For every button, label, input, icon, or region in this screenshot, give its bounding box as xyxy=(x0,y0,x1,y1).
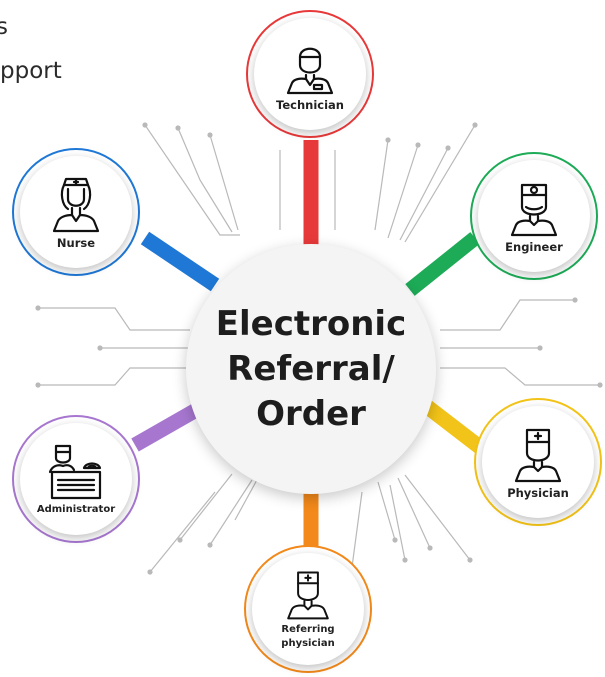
referring-physician-label-line-2: physician xyxy=(281,637,335,649)
role-physician: Physician xyxy=(474,398,602,526)
administrator-label: Administrator xyxy=(36,503,116,515)
center-title-line-2: Referral/ xyxy=(227,348,395,389)
center-hub: Electronic Referral/ Order xyxy=(186,244,436,494)
cut-off-text-line-2: pport xyxy=(0,58,62,84)
nurse-icon xyxy=(52,177,100,232)
referring-physician-icon xyxy=(287,571,329,619)
role-engineer: Engineer xyxy=(470,152,598,280)
administrator-icon xyxy=(48,444,102,499)
physician-label: Physician xyxy=(507,485,569,500)
cut-off-text-line-1: s xyxy=(0,14,8,40)
center-title-line-1: Electronic xyxy=(215,303,407,344)
physician-icon xyxy=(514,428,562,482)
technician-label: Technician xyxy=(276,97,344,112)
referring-physician-label-line-1: Referring xyxy=(281,623,335,635)
role-nurse: Nurse xyxy=(12,148,140,276)
nurse-label: Nurse xyxy=(56,235,96,250)
role-administrator: Administrator xyxy=(12,415,140,543)
engineer-label: Engineer xyxy=(505,239,563,254)
engineer-icon xyxy=(510,183,558,236)
role-technician: Technician xyxy=(246,10,374,138)
role-referring-physician: Referring physician xyxy=(244,545,372,673)
center-title-line-3: Order xyxy=(256,393,366,434)
technician-icon xyxy=(286,47,334,94)
